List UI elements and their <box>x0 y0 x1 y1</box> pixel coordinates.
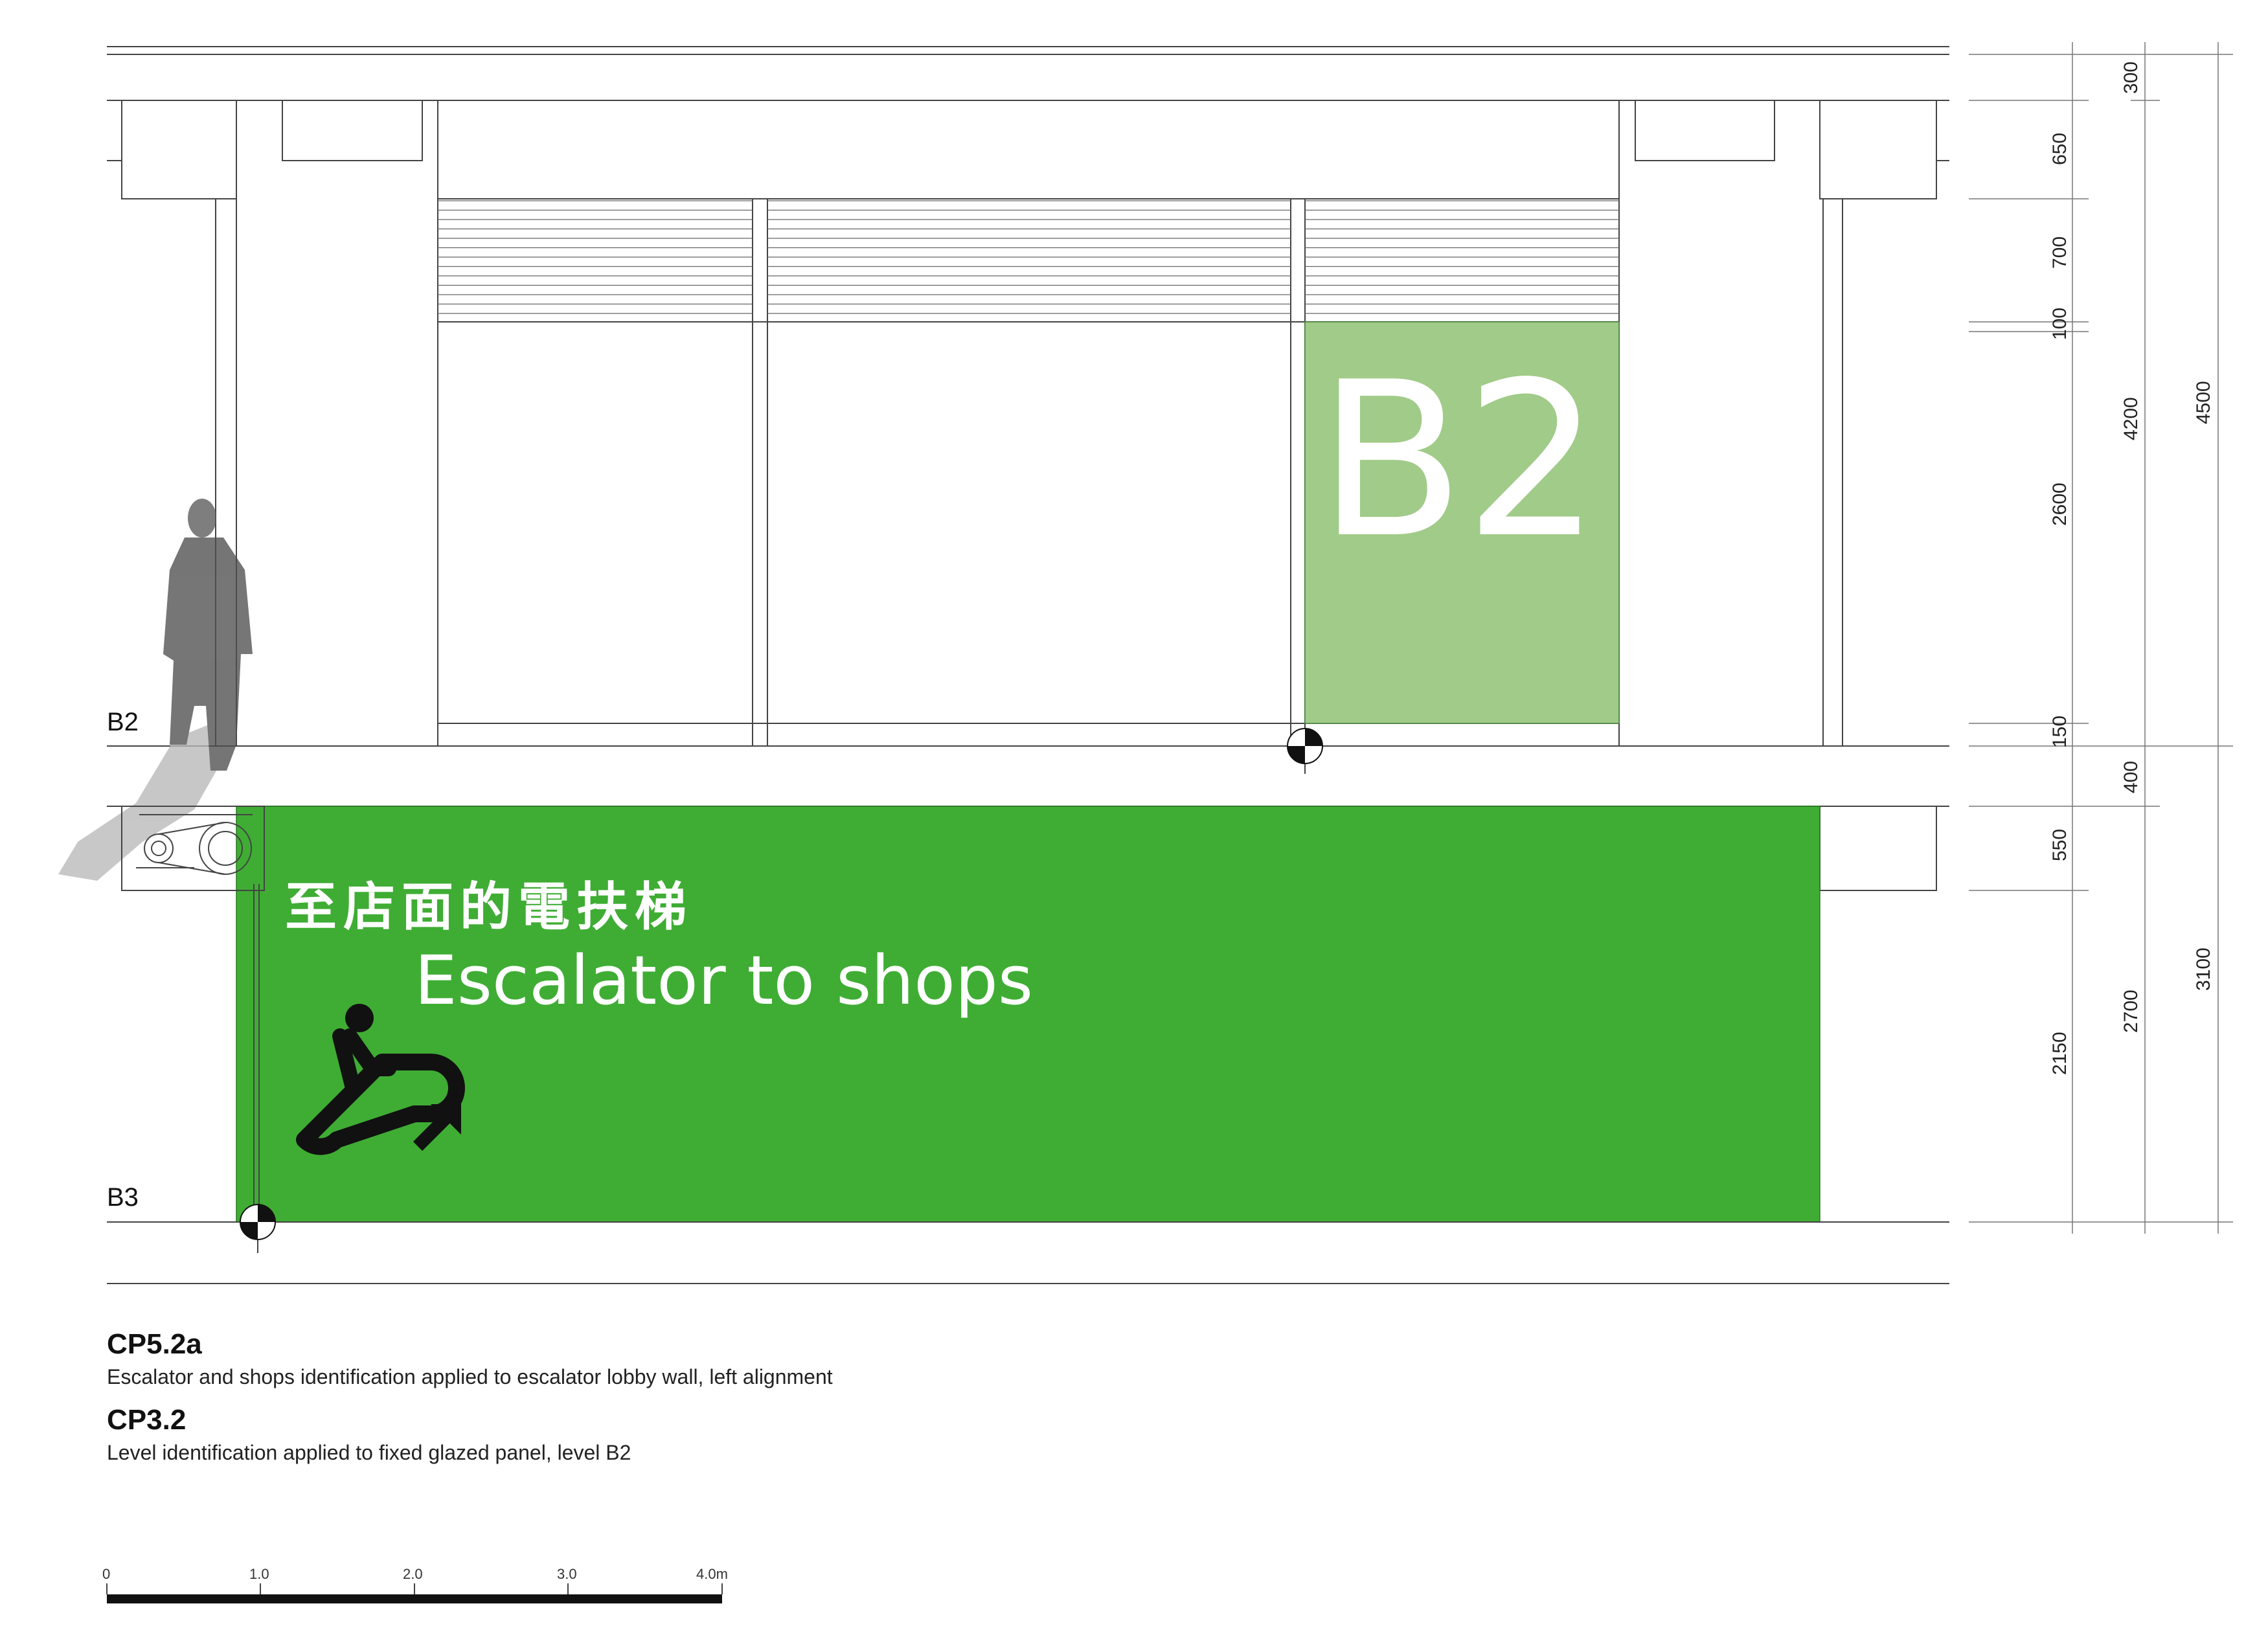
dim-550: 550 <box>2049 829 2070 861</box>
dim-300: 300 <box>2120 62 2142 94</box>
dim-650: 650 <box>2049 133 2070 165</box>
level-sign-text: B2 <box>1318 336 1600 585</box>
scale-label-1: 1.0 <box>249 1566 269 1582</box>
sign-english-text: Escalator to shops <box>414 941 1033 1020</box>
scale-label-2: 2.0 <box>403 1566 423 1582</box>
caption-desc-2: Level identification applied to fixed gl… <box>107 1441 631 1464</box>
dim-2700: 2700 <box>2120 990 2142 1033</box>
escalator-up-icon <box>296 1004 465 1155</box>
level-sign-b2: B2 <box>1304 321 1620 724</box>
dim-2600: 2600 <box>2049 482 2070 526</box>
level-marker-b2 <box>1287 725 1323 774</box>
dimension-chains: 650 700 100 2600 150 550 2150 300 4200 4… <box>1969 42 2233 1234</box>
ceiling-slab <box>107 46 1949 101</box>
dim-150: 150 <box>2049 716 2070 748</box>
dim-4500: 4500 <box>2193 381 2214 424</box>
left-structure <box>107 100 438 746</box>
dim-400: 400 <box>2120 761 2142 793</box>
scale-bar-line <box>107 1594 722 1603</box>
level-label-b3: B3 <box>107 1183 139 1212</box>
escalator-sign: 至店面的電扶梯 Escalator to shops <box>236 806 1820 1223</box>
scale-label-4: 4.0m <box>696 1566 728 1582</box>
dim-100: 100 <box>2049 308 2070 340</box>
dim-700: 700 <box>2049 236 2070 269</box>
captions: CP5.2a Escalator and shops identificatio… <box>107 1328 833 1464</box>
scale-bar: 0 1.0 2.0 3.0 4.0m <box>102 1566 728 1603</box>
level-label-b2: B2 <box>107 708 139 736</box>
dim-3100: 3100 <box>2193 947 2214 991</box>
sign-chinese-text: 至店面的電扶梯 <box>285 877 693 937</box>
caption-code-2: CP3.2 <box>107 1404 186 1436</box>
louvre-lines <box>438 200 1619 314</box>
glazed-panels <box>437 198 1620 746</box>
scale-label-3: 3.0 <box>557 1566 577 1582</box>
scale-label-0: 0 <box>102 1566 110 1582</box>
right-structure <box>1618 100 1949 746</box>
escalator-sign-panel <box>236 806 1820 1223</box>
escalator-mechanism <box>121 806 265 891</box>
caption-desc-1: Escalator and shops identification appli… <box>107 1365 833 1388</box>
person-silhouette <box>58 499 253 881</box>
b3-floor <box>107 884 1949 1284</box>
dim-4200: 4200 <box>2120 397 2142 440</box>
caption-code-1: CP5.2a <box>107 1328 202 1360</box>
level-sign-panel <box>1304 321 1620 724</box>
dim-2150: 2150 <box>2049 1032 2070 1075</box>
